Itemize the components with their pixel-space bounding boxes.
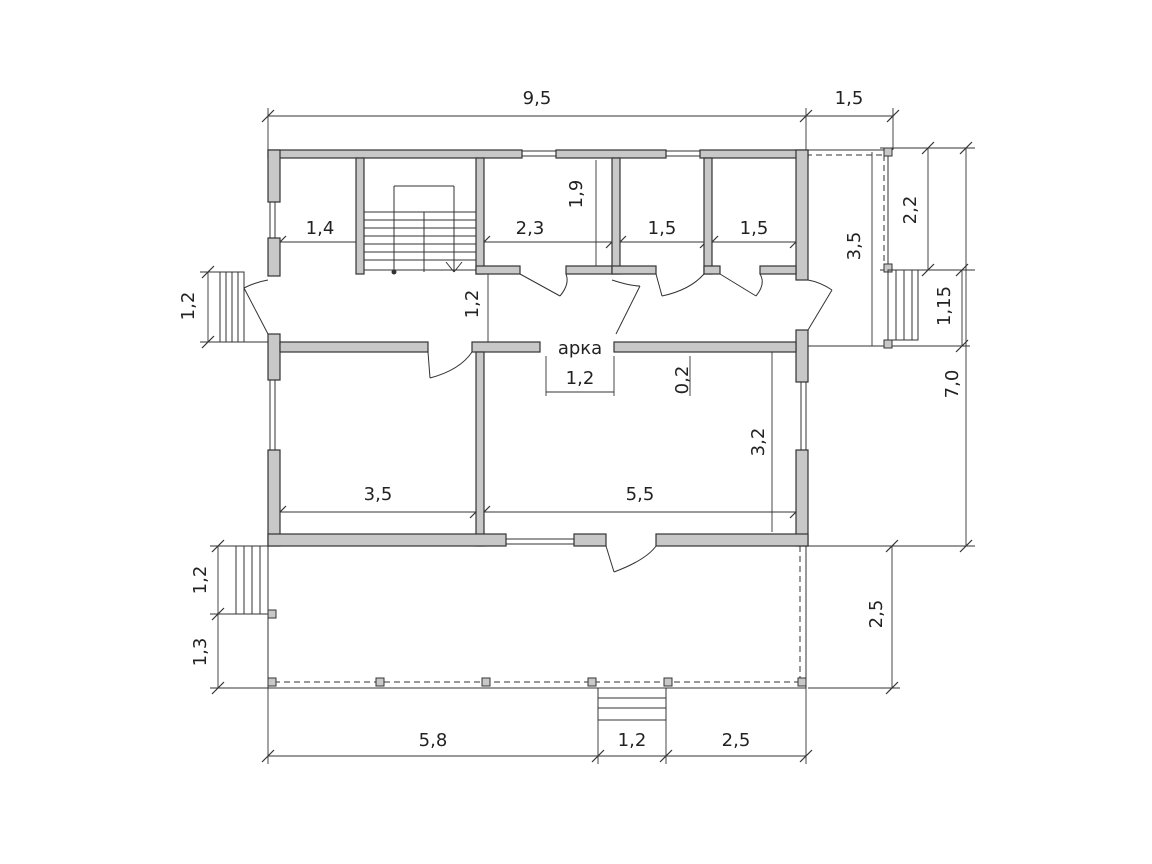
label-terrace-depth: 2,5 <box>866 600 887 629</box>
label-room3: 1,5 <box>648 218 677 239</box>
label-living-h: 3,2 <box>748 428 769 457</box>
label-stair-h: 1,9 <box>566 180 587 209</box>
label-terrace-left-offset: 1,3 <box>190 638 211 667</box>
label-terrace-steps-left: 1,2 <box>190 566 211 595</box>
label-left-steps: 1,2 <box>178 292 199 321</box>
label-total-height: 7,0 <box>942 370 963 399</box>
doors <box>243 273 833 573</box>
label-porch-right-upper: 2,2 <box>900 196 921 225</box>
label-bottom-steps: 1,2 <box>618 730 647 751</box>
terrace-left-steps <box>235 545 269 615</box>
terrace-bottom-steps <box>597 687 667 721</box>
label-arch: арка <box>558 338 602 359</box>
label-offset: 0,2 <box>672 366 693 395</box>
label-right-steps: 1,15 <box>934 286 955 326</box>
label-arch-width: 1,2 <box>566 368 595 389</box>
label-bottom-left: 5,8 <box>419 730 448 751</box>
left-steps <box>219 271 245 343</box>
dimension-lines <box>200 108 975 764</box>
label-room-left: 3,5 <box>364 484 393 505</box>
label-hall-depth: 1,2 <box>462 290 483 319</box>
label-porch-depth-right: 3,5 <box>844 232 865 261</box>
label-room4: 1,5 <box>740 218 769 239</box>
windows <box>269 150 807 545</box>
label-bottom-right: 2,5 <box>722 730 751 751</box>
label-room2: 2,3 <box>516 218 545 239</box>
walls <box>267 149 809 547</box>
label-room1: 1,4 <box>306 218 335 239</box>
right-steps <box>887 269 919 341</box>
label-room-right: 5,5 <box>626 484 655 505</box>
dimension-labels: 9,5 1,5 1,4 2,3 1,5 1,5 арка 1,2 3,5 5,5… <box>178 88 963 751</box>
label-top-porch: 1,5 <box>835 88 864 109</box>
staircase <box>363 185 477 275</box>
label-top-width: 9,5 <box>523 88 552 109</box>
